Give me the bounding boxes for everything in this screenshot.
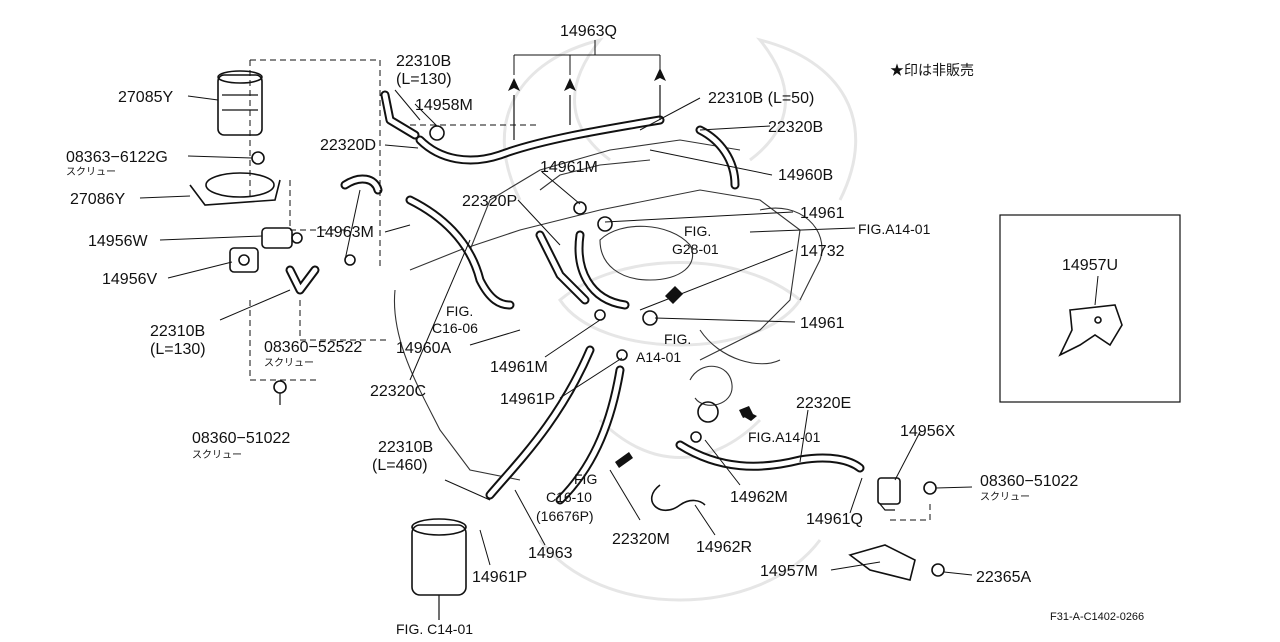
valve-14956v — [229, 247, 259, 273]
label-fig-c16-06-a: FIG. — [446, 303, 473, 319]
label-14962m: 14962M — [730, 489, 788, 506]
label-22310b-left: 22310B — [150, 323, 205, 340]
label-14963q: 14963Q — [560, 23, 617, 40]
label-screw-4: スクリュー — [980, 491, 1030, 503]
label-27085y: 27085Y — [118, 89, 173, 106]
label-22310b-bottom-len: (L=460) — [372, 457, 428, 474]
label-14960a: 14960A — [396, 340, 451, 357]
screw-08360-52522 — [344, 254, 356, 266]
screw-22365a — [931, 563, 945, 577]
label-14961-top: 14961 — [800, 205, 845, 222]
label-14963: 14963 — [528, 545, 573, 562]
label-fig-c16-10-a: FIG — [574, 471, 597, 487]
label-14961m-top: 14961M — [540, 159, 598, 176]
label-14962r: 14962R — [696, 539, 752, 556]
label-14957u: 14957U — [1062, 257, 1118, 274]
label-22310b-top: 22310B — [396, 53, 451, 70]
label-fig-g28-a: FIG. — [684, 223, 711, 239]
label-fig-c16-10-c: (16676P) — [536, 508, 594, 524]
label-fig-a14-low: FIG.A14-01 — [748, 429, 821, 445]
label-22320e: 22320E — [796, 395, 851, 412]
label-08360-51022-right: 08360−51022 — [980, 473, 1078, 490]
label-22320m: 22320M — [612, 531, 670, 548]
label-22320b: 22320B — [768, 119, 823, 136]
label-14960b: 14960B — [778, 167, 833, 184]
screw-08360-51022-left — [273, 380, 287, 405]
label-08363: 08363−6122G — [66, 149, 168, 166]
part-labels: 14963Q 22310B (L=130) 14958M 22310B (L=5… — [66, 23, 1118, 637]
detail-box-14957u — [999, 214, 1181, 403]
label-22310b-left-len: (L=130) — [150, 341, 206, 358]
label-14957m: 14957M — [760, 563, 818, 580]
clamp-bracket-27086y — [189, 172, 281, 206]
hoses — [285, 90, 865, 505]
clip-14962r — [651, 484, 706, 512]
label-14961p-mid: 14961P — [500, 391, 555, 408]
label-fig-a14-mid-a: FIG. — [664, 331, 691, 347]
label-27086y: 27086Y — [70, 191, 125, 208]
label-22320c: 22320C — [370, 383, 426, 400]
bracket-14957m — [848, 544, 916, 581]
label-14961m-mid: 14961M — [490, 359, 548, 376]
sensor-14962m — [690, 401, 719, 443]
bracket-14963q — [508, 40, 666, 140]
label-14956v: 14956V — [102, 271, 157, 288]
screw-08360-51022-right — [923, 481, 937, 495]
label-screw-2: スクリュー — [264, 357, 314, 369]
note-not-for-sale: ★印は非販売 — [890, 62, 974, 78]
filter-canister — [411, 518, 467, 620]
label-14961p-bottom: 14961P — [472, 569, 527, 586]
label-14732: 14732 — [800, 243, 845, 260]
leader-lines — [139, 89, 1099, 576]
diagram-code: F31-A-C1402-0266 — [1050, 611, 1144, 623]
label-22310b-l50: 22310B (L=50) — [708, 90, 814, 107]
label-fig-a14-top: FIG.A14-01 — [858, 221, 931, 237]
screw-08363 — [251, 151, 265, 165]
label-14958m: 14958M — [415, 97, 473, 114]
watermark-emblem — [502, 37, 858, 602]
reservoir-27085y — [217, 70, 263, 136]
label-fig-g28-b: G28-01 — [672, 241, 719, 257]
label-14961q: 14961Q — [806, 511, 863, 528]
label-screw-3: スクリュー — [192, 449, 242, 461]
label-fig-c16-10-b: C16-10 — [546, 489, 592, 505]
label-14956w: 14956W — [88, 233, 148, 250]
label-08360-52522: 08360−52522 — [264, 339, 362, 356]
dashed-grouping — [249, 59, 931, 521]
label-22320d: 22320D — [320, 137, 376, 154]
label-fig-c14: FIG. C14-01 — [396, 621, 473, 637]
bracket-14957u — [1058, 304, 1123, 357]
direction-arrows — [615, 286, 757, 468]
label-14961-mid: 14961 — [800, 315, 845, 332]
label-fig-a14-mid-b: A14-01 — [636, 349, 681, 365]
label-screw-1: スクリュー — [66, 166, 116, 178]
label-22310b-top-len: (L=130) — [396, 71, 452, 88]
label-22365a: 22365A — [976, 569, 1031, 586]
label-fig-c16-06-b: C16-06 — [432, 320, 478, 336]
valve-14956x — [877, 477, 901, 511]
solenoid-14956w — [261, 227, 303, 249]
label-14956x: 14956X — [900, 423, 955, 440]
label-22310b-bottom: 22310B — [378, 439, 433, 456]
label-14963m: 14963M — [316, 224, 374, 241]
label-08360-51022-left: 08360−51022 — [192, 430, 290, 447]
label-22320p: 22320P — [462, 193, 517, 210]
